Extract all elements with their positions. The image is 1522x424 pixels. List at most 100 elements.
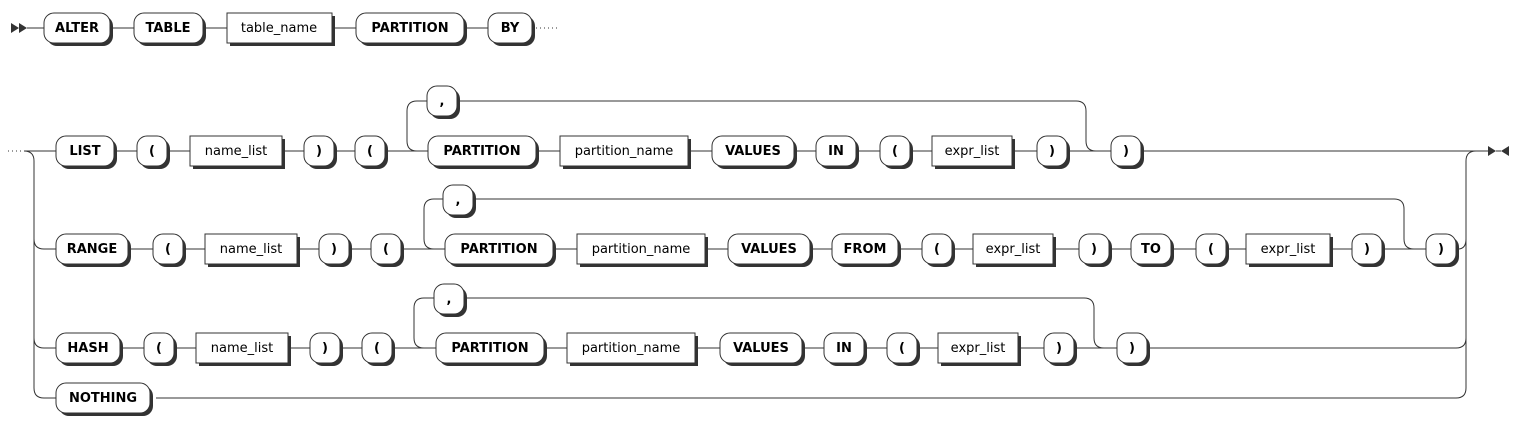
hash-rparen-3 — [1043, 332, 1075, 364]
list-name-list-nonterminal — [189, 135, 283, 167]
range-expr-list-from-nonterminal — [972, 233, 1054, 265]
range-from-label: FROM — [844, 242, 887, 257]
hash-keyword — [55, 332, 121, 364]
range-rparen-1-label: ) — [331, 242, 337, 257]
list-lparen-3-label: ( — [892, 144, 898, 159]
hash-rparen-1 — [309, 332, 341, 364]
list-expr-list-nonterminal — [931, 135, 1013, 167]
hash-lparen-2 — [361, 332, 393, 364]
range-rparen-3 — [1078, 233, 1110, 265]
range-keyword — [55, 233, 129, 265]
hash-name-list-nonterminal — [195, 332, 289, 364]
range-rparen-4 — [1351, 233, 1383, 265]
hash-rparen-2-label: ) — [1129, 341, 1135, 356]
list-lparen-3 — [879, 135, 911, 167]
range-label: RANGE — [67, 242, 118, 257]
range-to-label: TO — [1141, 242, 1161, 257]
hash-partition-name-nonterminal — [566, 332, 696, 364]
hash-rparen-1-label: ) — [322, 341, 328, 356]
list-keyword — [55, 135, 115, 167]
list-rparen-2 — [1110, 135, 1142, 167]
hash-partition-name-label: partition_name — [582, 341, 681, 356]
hash-lparen-3 — [886, 332, 918, 364]
hash-comma — [433, 283, 465, 315]
list-partition-name-label: partition_name — [575, 144, 674, 159]
list-label: LIST — [69, 144, 100, 159]
list-values-keyword — [711, 135, 795, 167]
nothing-branch: NOTHING — [44, 382, 153, 416]
range-rparen-2 — [1425, 233, 1457, 265]
range-rparen-3-label: ) — [1091, 242, 1097, 257]
list-partition-keyword — [427, 135, 537, 167]
range-lparen-1 — [152, 233, 184, 265]
range-values-label: VALUES — [741, 242, 797, 257]
hash-label: HASH — [67, 341, 108, 356]
range-rparen-4-label: ) — [1364, 242, 1370, 257]
hash-rparen-2 — [1116, 332, 1148, 364]
hash-lparen-3-label: ( — [899, 341, 905, 356]
list-lparen-1-label: ( — [149, 144, 155, 159]
range-lparen-2 — [370, 233, 402, 265]
end-marker-icon-2 — [1501, 146, 1509, 156]
hash-rparen-3-label: ) — [1056, 341, 1062, 356]
list-lparen-2 — [354, 135, 386, 167]
table-label: TABLE — [146, 21, 191, 36]
list-lparen-1 — [136, 135, 168, 167]
range-lparen-3 — [921, 233, 953, 265]
hash-expr-list-label: expr_list — [951, 341, 1006, 356]
table-name-nonterminal — [226, 12, 333, 44]
range-comma-label: , — [456, 193, 461, 208]
start-marker-icon — [11, 23, 19, 33]
range-branch: RANGE ( name_list ) ( , PARTITION partit… — [55, 184, 1459, 267]
range-expr-list-to-label: expr_list — [1261, 242, 1316, 257]
range-from-keyword — [831, 233, 899, 265]
range-lparen-2-label: ( — [383, 242, 389, 257]
range-rparen-2-label: ) — [1438, 242, 1444, 257]
range-lparen-4 — [1195, 233, 1227, 265]
list-comma-label: , — [440, 94, 445, 109]
hash-name-list-label: name_list — [211, 341, 273, 356]
range-expr-list-to-nonterminal — [1245, 233, 1331, 265]
list-lparen-2-label: ( — [367, 144, 373, 159]
list-in-keyword — [815, 135, 857, 167]
hash-lparen-1-label: ( — [156, 341, 162, 356]
nothing-keyword — [55, 382, 151, 414]
hash-partition-keyword — [435, 332, 545, 364]
list-values-label: VALUES — [725, 144, 781, 159]
nothing-label: NOTHING — [69, 391, 137, 406]
start-marker-icon-2 — [19, 23, 27, 33]
range-expr-list-from-label: expr_list — [986, 242, 1041, 257]
hash-lparen-2-label: ( — [374, 341, 380, 356]
range-rparen-1 — [318, 233, 350, 265]
table-name-label: table_name — [241, 21, 317, 36]
list-comma — [426, 85, 458, 117]
range-lparen-1-label: ( — [165, 242, 171, 257]
range-lparen-4-label: ( — [1208, 242, 1214, 257]
hash-lparen-1 — [143, 332, 175, 364]
end-marker-icon — [1488, 146, 1496, 156]
list-partition-label: PARTITION — [443, 144, 520, 159]
hash-in-label: IN — [836, 341, 852, 356]
statement-row: ALTER TABLE table_name PARTITION BY — [11, 12, 558, 46]
range-lparen-3-label: ( — [934, 242, 940, 257]
list-rparen-3-label: ) — [1049, 144, 1055, 159]
hash-in-keyword — [823, 332, 865, 364]
list-rparen-1 — [303, 135, 335, 167]
range-partition-keyword — [444, 233, 554, 265]
partition-label: PARTITION — [371, 21, 448, 36]
range-partition-name-label: partition_name — [592, 242, 691, 257]
hash-expr-list-nonterminal — [937, 332, 1019, 364]
by-label: BY — [501, 21, 520, 36]
list-partition-name-nonterminal — [559, 135, 689, 167]
alter-label: ALTER — [55, 21, 99, 36]
list-expr-list-label: expr_list — [945, 144, 1000, 159]
list-in-label: IN — [828, 144, 844, 159]
range-name-list-nonterminal — [204, 233, 298, 265]
hash-values-keyword — [719, 332, 803, 364]
hash-branch: HASH ( name_list ) ( , PARTITION partiti… — [55, 283, 1150, 366]
list-rparen-2-label: ) — [1123, 144, 1129, 159]
range-values-keyword — [727, 233, 811, 265]
range-partition-label: PARTITION — [460, 242, 537, 257]
range-comma — [442, 184, 474, 216]
